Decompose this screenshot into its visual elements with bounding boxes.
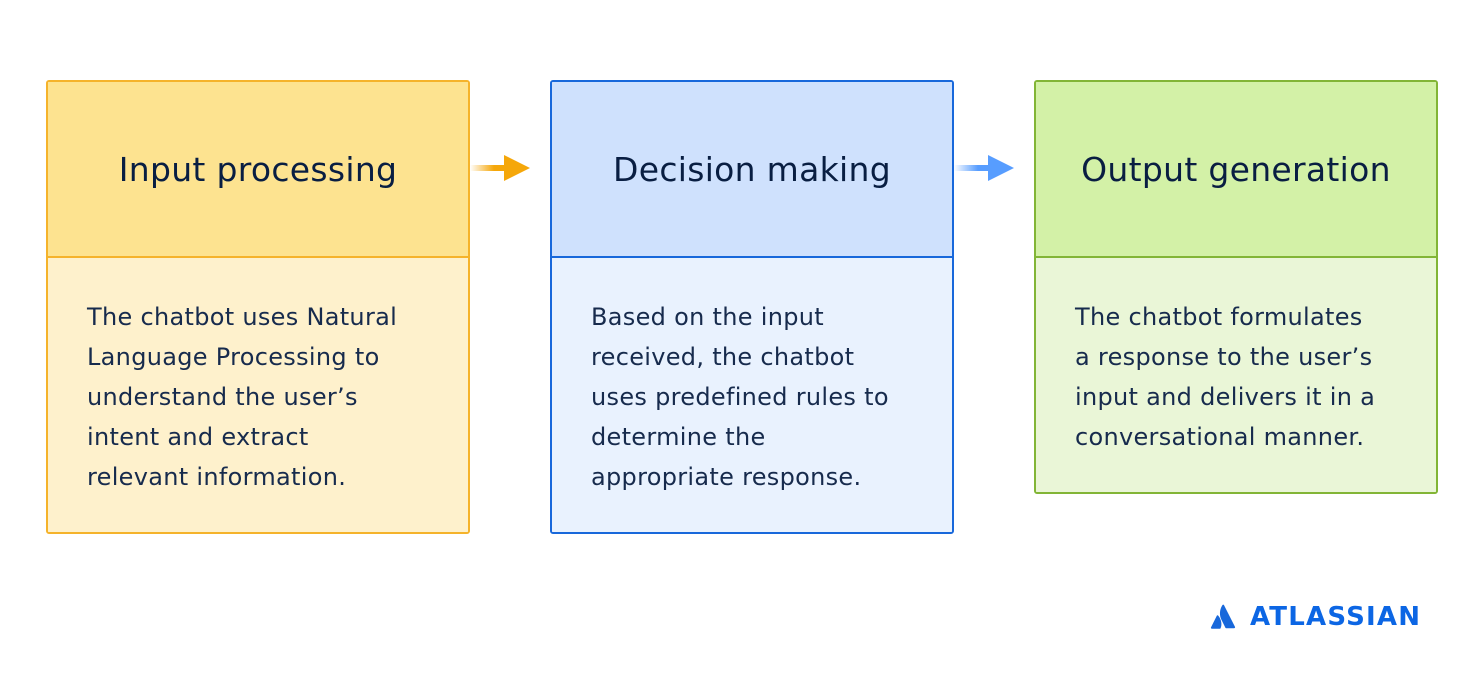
step-card-decision-making: Decision making Based on the input recei… xyxy=(550,80,954,534)
description-line: intent and extract xyxy=(87,423,309,451)
description-line: conversational manner. xyxy=(1075,423,1365,451)
description-line: The chatbot uses Natural xyxy=(87,303,398,331)
description-line: appropriate response. xyxy=(591,463,862,491)
description-line: a response to the user’s xyxy=(1075,343,1373,371)
arrow-right-icon xyxy=(470,155,530,181)
description-line: Language Processing to xyxy=(87,343,380,371)
atlassian-logo: ATLASSIAN xyxy=(1210,600,1421,634)
description-line: The chatbot formulates xyxy=(1075,303,1363,331)
step-card-input-processing: Input processing The chatbot uses Natura… xyxy=(46,80,470,534)
step-title: Input processing xyxy=(48,82,468,256)
description-line: understand the user’s xyxy=(87,383,358,411)
description-line: uses predefined rules to xyxy=(591,383,889,411)
description-line: relevant information. xyxy=(87,463,347,491)
description-line: input and delivers it in a xyxy=(1075,383,1376,411)
step-description: The chatbot uses Natural Language Proces… xyxy=(48,256,468,532)
step-title: Output generation xyxy=(1036,82,1436,256)
step-description: Based on the input received, the chatbot… xyxy=(552,256,952,532)
step-card-output-generation: Output generation The chatbot formulates… xyxy=(1034,80,1438,494)
description-line: received, the chatbot xyxy=(591,343,855,371)
step-description: The chatbot formulates a response to the… xyxy=(1036,256,1436,492)
brand-wordmark: ATLASSIAN xyxy=(1250,602,1422,632)
arrow-right-icon xyxy=(954,155,1014,181)
atlassian-logo-icon xyxy=(1210,604,1236,629)
description-line: Based on the input xyxy=(591,303,824,331)
step-title: Decision making xyxy=(552,82,952,256)
description-line: determine the xyxy=(591,423,766,451)
